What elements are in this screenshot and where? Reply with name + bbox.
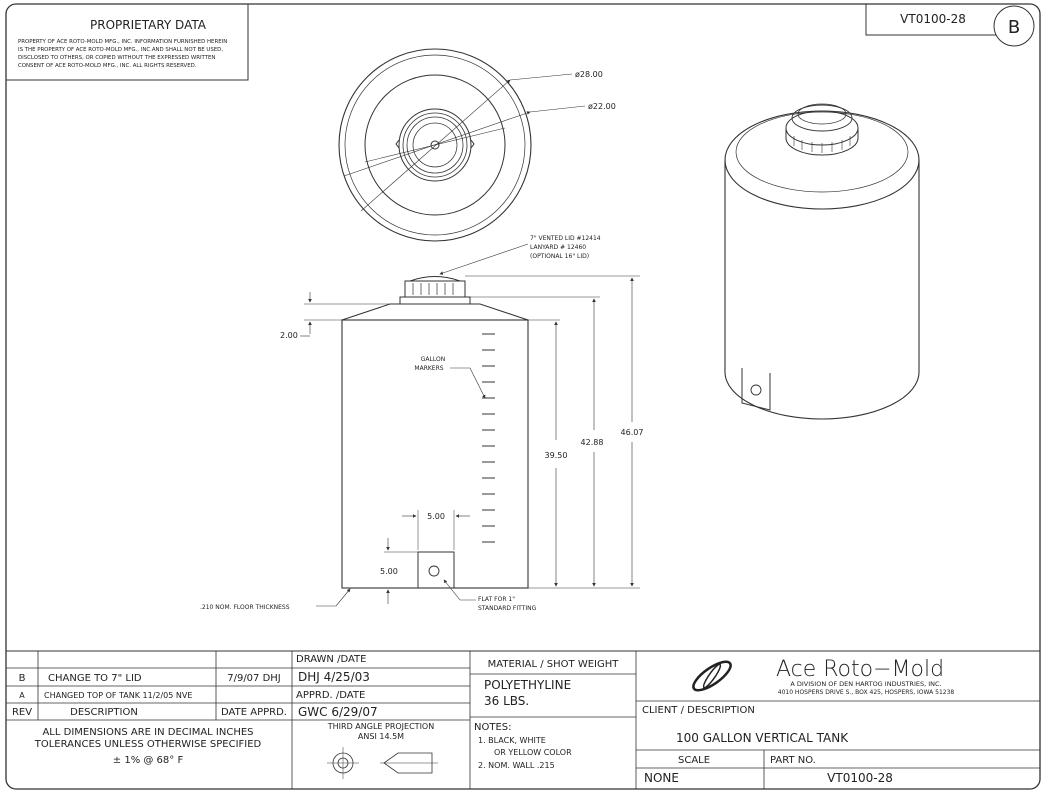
proprietary-line: PROPERTY OF ACE ROTO-MOLD MFG., INC. INF… (18, 39, 227, 45)
gallon-markers (482, 333, 495, 543)
dim-inner-diameter: ø22.00 (588, 102, 616, 111)
drawn-label: DRAWN /DATE (296, 654, 366, 665)
part-number-top: VT0100-28 (900, 12, 966, 26)
rev-header-date: DATE APPRD. (221, 707, 287, 718)
third-angle-projection-symbol (327, 747, 438, 779)
top-view: ø28.00 ø22.00 (338, 48, 616, 242)
approved-label: APPRD. /DATE (296, 690, 365, 701)
dim-to-lid-base: 42.88 (581, 438, 604, 447)
scale-label: SCALE (678, 755, 710, 766)
lid-note: LANYARD # 12460 (530, 244, 586, 251)
client-label: CLIENT / DESCRIPTION (642, 705, 755, 716)
company-logo (692, 660, 732, 692)
rev-b-date: 7/9/07 DHJ (227, 673, 281, 684)
dim-outer-diameter: ø28.00 (575, 70, 603, 79)
proprietary-box: PROPRIETARY DATA PROPERTY OF ACE ROTO-MO… (6, 4, 249, 81)
company-address: 4010 HOSPERS DRIVE S., BOX 425, HOSPERS,… (778, 689, 955, 696)
tolerance-line: TOLERANCES UNLESS OTHERWISE SPECIFIED (34, 739, 262, 750)
gallon-markers-label: GALLON (421, 356, 445, 363)
rev-b-letter: B (19, 673, 26, 684)
dim-flat-height: 5.00 (380, 567, 398, 576)
notes-line: OR YELLOW COLOR (494, 748, 572, 757)
rev-header-description: DESCRIPTION (70, 707, 138, 718)
drawn-value: DHJ 4/25/03 (298, 670, 370, 684)
tolerance-line: ALL DIMENSIONS ARE IN DECIMAL INCHES (42, 727, 253, 738)
front-view: GALLON MARKERS 7" VENTED LID #12414 LANY… (200, 235, 643, 612)
fitting-note: STANDARD FITTING (478, 605, 537, 612)
dim-top-offset: 2.00 (280, 331, 298, 340)
company-subtitle: A DIVISION OF DEN HARTOG INDUSTRIES, INC… (790, 680, 941, 688)
proprietary-title: PROPRIETARY DATA (90, 18, 207, 32)
lid-note: (OPTIONAL 16" LID) (530, 253, 589, 260)
gallon-markers-label: MARKERS (414, 365, 443, 372)
lid-note: 7" VENTED LID #12414 (530, 235, 601, 242)
title-block: B CHANGE TO 7" LID 7/9/07 DHJ A CHANGED … (6, 650, 1040, 789)
proprietary-line: CONSENT OF ACE ROTO-MOLD MFG., INC. ALL … (18, 63, 197, 69)
notes-line: 2. NOM. WALL .215 (478, 761, 555, 770)
sheet-border (5, 3, 1041, 790)
dim-flat-width: 5.00 (427, 512, 445, 521)
approved-value: GWC 6/29/07 (298, 705, 378, 719)
dim-overall-height: 46.07 (621, 428, 644, 437)
notes-line: 1. BLACK, WHITE (478, 736, 546, 745)
part-no-value: VT0100-28 (827, 771, 893, 785)
rev-b-description: CHANGE TO 7" LID (48, 673, 142, 684)
tolerance-value: ± 1% @ 68° F (113, 755, 184, 766)
material-line: POLYETHYLINE (484, 678, 571, 692)
material-line: 36 LBS. (484, 694, 529, 708)
rev-a-description: CHANGED TOP OF TANK 11/2/05 NVE (44, 691, 192, 700)
revision-letter: B (1008, 17, 1020, 38)
scale-value: NONE (644, 771, 679, 785)
part-number-box: VT0100-28 B (865, 4, 1035, 47)
rev-header-rev: REV (12, 707, 32, 718)
rev-a-letter: A (19, 691, 25, 700)
client-value: 100 GALLON VERTICAL TANK (676, 731, 849, 745)
material-label: MATERIAL / SHOT WEIGHT (488, 659, 620, 670)
floor-thickness-note: .210 NOM. FLOOR THICKNESS (200, 604, 290, 611)
projection-line: THIRD ANGLE PROJECTION (327, 722, 434, 731)
part-no-label: PART NO. (770, 755, 816, 766)
proprietary-line: DISCLOSED TO OTHERS, OR COPIED WITHOUT T… (18, 55, 215, 61)
proprietary-line: IS THE PROPERTY OF ACE ROTO-MOLD MFG., I… (18, 47, 223, 53)
projection-line: ANSI 14.5M (358, 732, 404, 741)
fitting-note: FLAT FOR 1" (478, 596, 515, 603)
isometric-view (724, 103, 920, 420)
company-name: Ace Roto−Mold (776, 657, 944, 682)
notes-label: NOTES: (474, 722, 512, 733)
dim-body-height: 39.50 (545, 451, 568, 460)
